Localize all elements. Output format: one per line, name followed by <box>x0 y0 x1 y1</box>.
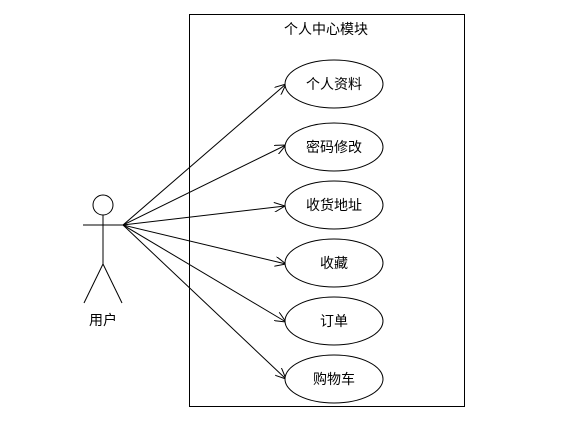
association-arrow <box>122 224 286 322</box>
use-case-label: 个人资料 <box>306 77 362 93</box>
use-case: 收货地址 <box>284 180 384 230</box>
use-case-ellipse <box>284 59 384 109</box>
actor-left-leg <box>83 263 104 304</box>
use-case: 密码修改 <box>284 122 384 172</box>
actor-right-leg <box>102 263 123 304</box>
association-arrow <box>122 145 286 226</box>
use-case: 个人资料 <box>284 59 384 109</box>
association-arrow <box>122 84 286 226</box>
actor-label: 用户 <box>89 312 117 329</box>
use-case-label: 购物车 <box>313 371 355 388</box>
use-case: 收藏 <box>284 238 384 288</box>
use-case: 订单 <box>284 296 384 346</box>
use-case-ellipse <box>284 296 384 346</box>
use-case-ellipse <box>284 238 384 288</box>
actor: 用户 <box>83 194 123 329</box>
use-case: 购物车 <box>284 354 384 404</box>
use-case-ellipse <box>284 180 384 230</box>
system-boundary <box>189 14 465 407</box>
association-arrow <box>122 224 286 264</box>
use-case-label: 收货地址 <box>306 197 362 214</box>
use-case-ellipse <box>284 354 384 404</box>
actor-head <box>92 194 114 216</box>
use-case-label: 订单 <box>320 314 348 330</box>
use-case-ellipse <box>284 122 384 172</box>
use-case-label: 密码修改 <box>306 139 362 156</box>
system-title: 个人中心模块 <box>284 22 368 38</box>
associations <box>122 84 286 379</box>
association-arrow <box>122 206 285 226</box>
use-case-label: 收藏 <box>320 256 348 272</box>
association-arrow <box>122 224 286 379</box>
